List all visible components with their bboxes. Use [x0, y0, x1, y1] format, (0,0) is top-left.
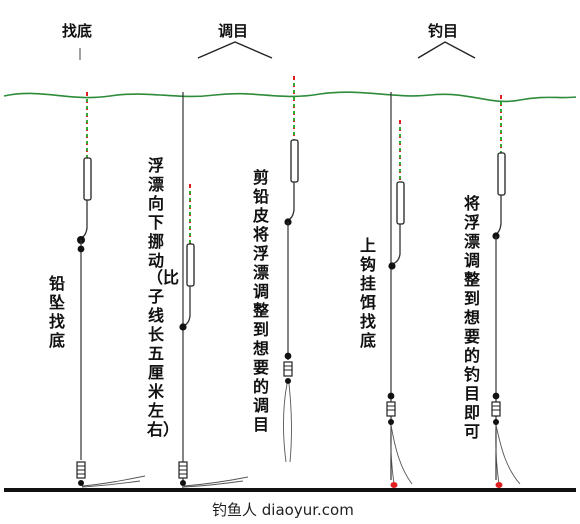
- float-seat: [388, 262, 396, 270]
- float-body: [290, 139, 299, 183]
- lead-sinker: [491, 401, 501, 417]
- stop-bead: [492, 392, 500, 400]
- rig-3-trim-lead: [283, 76, 299, 463]
- bottom-ground: [4, 488, 576, 492]
- lead-sinker: [283, 361, 293, 377]
- hook-lines: [495, 424, 521, 485]
- header-fishing-target: 钓目: [428, 22, 459, 40]
- note-sinker-find-bottom: 铅坠找底: [48, 274, 65, 350]
- stop-bead: [77, 245, 85, 253]
- watermark: 钓鱼人 diaoyur.com: [212, 501, 354, 519]
- hook-lines: [283, 383, 292, 463]
- stop-bead: [387, 392, 395, 400]
- note-adjust-to-target: 将浮漂调整到想要的钓目即可: [463, 194, 480, 441]
- note-bait-find-bottom: 上钩挂饵找底: [359, 236, 376, 350]
- swivel: [388, 419, 394, 425]
- rig-4-bait-bottom: [386, 92, 413, 488]
- rig-2-float-moved-down: [178, 92, 249, 488]
- header-bracket-fishing: [417, 41, 476, 59]
- header-adjust-target: 调目: [218, 22, 249, 40]
- hook-lines: [390, 424, 413, 485]
- swivel: [180, 480, 186, 486]
- header-bracket-adjust: [197, 41, 273, 59]
- lead-sinker: [386, 401, 396, 417]
- bait: [495, 482, 503, 488]
- rig-1-sinker-bottom: [76, 92, 146, 488]
- hook-lines: [183, 476, 249, 488]
- float-body: [396, 181, 405, 225]
- hook-lines: [81, 475, 146, 488]
- stop-bead: [284, 352, 292, 360]
- float-body: [83, 157, 92, 201]
- note-trim-lead: 剪铅皮将浮漂调整到想要的调目: [252, 168, 269, 434]
- water-surface: [3, 91, 577, 103]
- bait: [390, 482, 398, 488]
- note-float-move-paren: （比子线长五厘米左右）: [147, 268, 180, 439]
- rig-5-fishing-target: [491, 95, 521, 488]
- header-find-bottom: 找底: [62, 22, 93, 40]
- swivel: [493, 419, 499, 425]
- swivel: [285, 378, 291, 384]
- float-body: [186, 243, 195, 287]
- float-body: [497, 152, 506, 196]
- swivel: [78, 480, 84, 486]
- float-seat: [179, 323, 187, 331]
- note-float-move-down: 浮漂向下挪动: [147, 156, 164, 270]
